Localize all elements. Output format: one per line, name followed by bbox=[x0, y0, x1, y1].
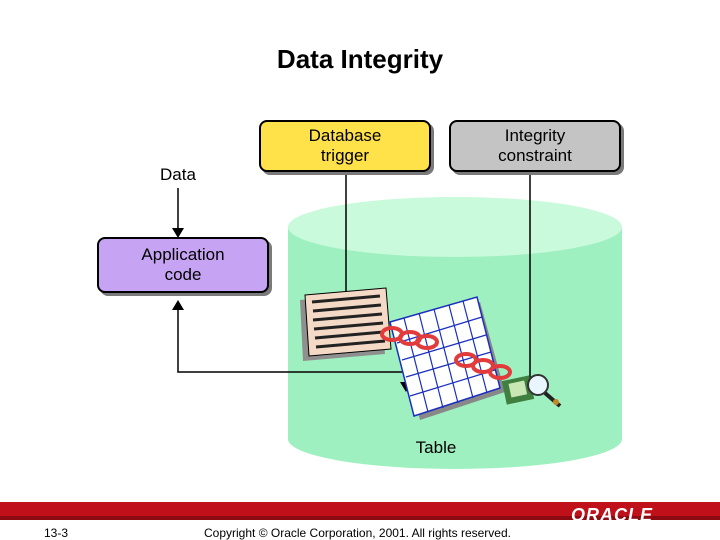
slide-number: 13-3 bbox=[44, 526, 68, 540]
database-trigger-box: Database trigger bbox=[259, 120, 431, 172]
table-label: Table bbox=[405, 438, 467, 458]
oracle-logo: ORACLE bbox=[562, 506, 662, 524]
application-code-box: Application code bbox=[97, 237, 269, 293]
data-label: Data bbox=[152, 165, 204, 185]
integrity-constraint-box: Integrity constraint bbox=[449, 120, 621, 172]
app-arrow-head bbox=[172, 300, 184, 310]
trigger-document-icon bbox=[300, 288, 391, 361]
copyright-text: Copyright © Oracle Corporation, 2001. Al… bbox=[204, 526, 511, 540]
